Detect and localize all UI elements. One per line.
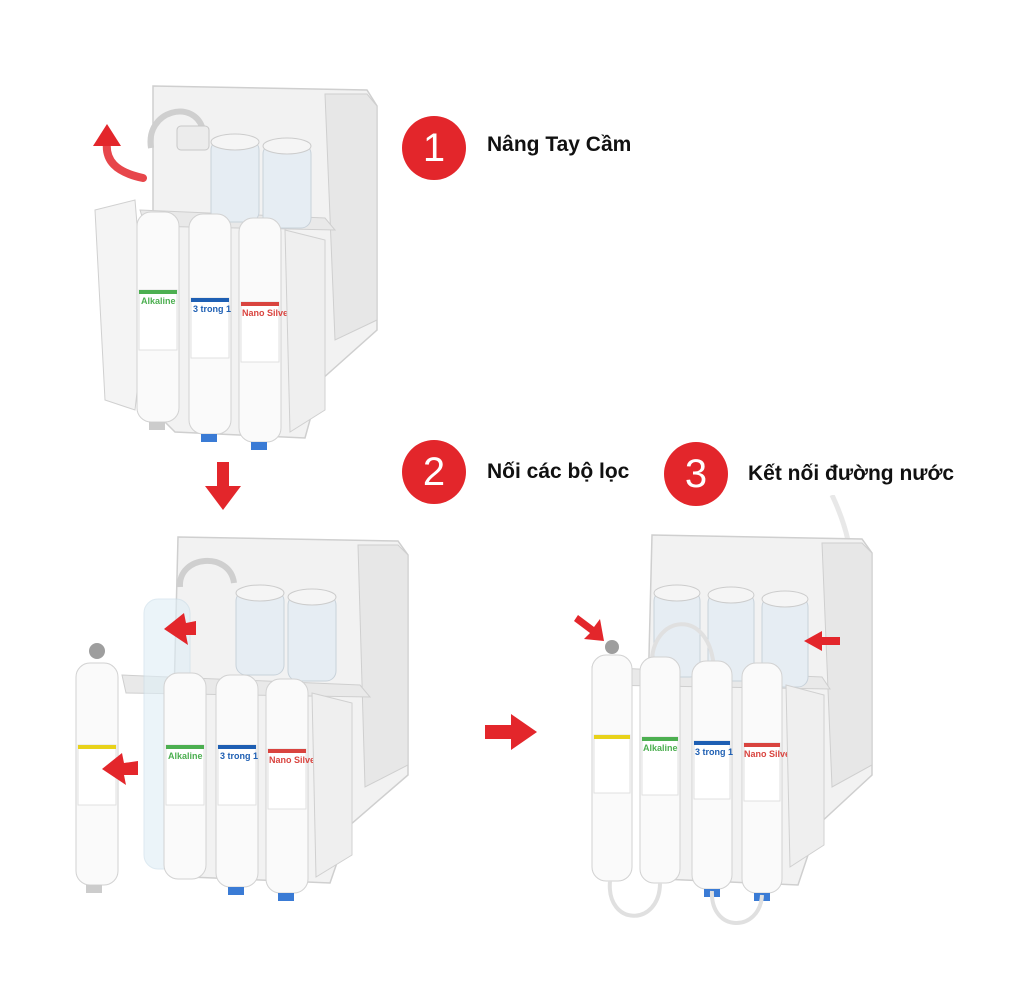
filter-3in1-label: 3 trong 1 bbox=[193, 304, 231, 314]
step-3-label: Kết nối đường nước bbox=[748, 462, 955, 485]
filter-alkaline: Alkaline bbox=[163, 672, 207, 880]
curved-arrow-up-icon bbox=[93, 124, 147, 182]
filter-yellow bbox=[591, 640, 633, 882]
step-2-number: 2 bbox=[422, 449, 446, 494]
filter-nano-label: Nano Silver bbox=[242, 308, 292, 318]
filter-3in1: 3 trong 1 bbox=[215, 674, 259, 895]
top-cartridge-right bbox=[262, 137, 312, 229]
filter-nano-label: Nano Silver bbox=[744, 749, 794, 759]
arrow-insert-icon bbox=[574, 615, 604, 641]
filter-yellow bbox=[75, 643, 119, 893]
step-2-badge: 2 bbox=[402, 440, 466, 504]
filter-3in1: 3 trong 1 bbox=[188, 213, 232, 442]
arrow-down-icon bbox=[205, 462, 241, 510]
step-2-label: Nối các bộ lọc bbox=[487, 460, 630, 483]
filter-alkaline-label: Alkaline bbox=[141, 296, 176, 306]
filter-nano-silver: Nano Silver bbox=[265, 678, 319, 901]
filter-3in1-label: 3 trong 1 bbox=[220, 751, 258, 761]
scene-lift-handle: Alkaline 3 trong 1 Nano Silver bbox=[85, 80, 395, 460]
filter-nano-label: Nano Silver bbox=[269, 755, 319, 765]
top-cartridge-left bbox=[210, 133, 260, 223]
arrow-right-icon bbox=[485, 714, 537, 750]
filter-3in1: 3 trong 1 bbox=[691, 660, 733, 897]
step-1-badge: 1 bbox=[402, 116, 466, 180]
step-3-badge: 3 bbox=[664, 442, 728, 506]
step-3-number: 3 bbox=[684, 451, 708, 496]
filter-nano-silver: Nano Silver bbox=[741, 662, 794, 901]
filter-3in1-label: 3 trong 1 bbox=[695, 747, 733, 757]
filter-nano-silver: Nano Silver bbox=[238, 217, 292, 450]
filter-alkaline: Alkaline bbox=[639, 656, 681, 884]
step-1-number: 1 bbox=[422, 125, 446, 170]
filter-alkaline-label: Alkaline bbox=[643, 743, 678, 753]
arrow-insert-icon bbox=[804, 631, 840, 651]
arrow-insert-icon bbox=[102, 753, 138, 785]
filter-alkaline: Alkaline bbox=[136, 211, 180, 430]
step-1-label: Nâng Tay Cầm bbox=[487, 133, 632, 156]
scene-connect-filters: Alkaline 3 trong 1 Nano Silver bbox=[60, 525, 420, 905]
scene-connect-water: Alkaline 3 trong 1 Nano Silver bbox=[560, 495, 890, 935]
filter-alkaline-label: Alkaline bbox=[168, 751, 203, 761]
arrow-insert-icon bbox=[164, 613, 196, 645]
